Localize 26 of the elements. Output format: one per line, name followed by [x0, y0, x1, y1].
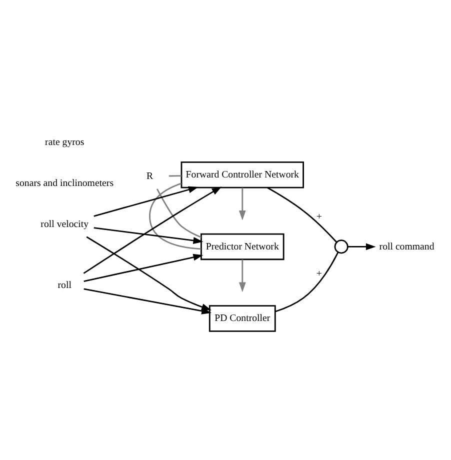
node-text: roll command	[379, 240, 434, 252]
arrow	[84, 253, 204, 282]
node-box: Predictor Network	[200, 232, 284, 260]
arrow	[348, 242, 376, 250]
node-box: Forward Controller Network	[180, 161, 304, 188]
edge-label: +	[316, 268, 322, 279]
arrow	[83, 186, 222, 274]
edge-label: +	[316, 210, 322, 222]
node-text: roll velocity	[40, 218, 89, 230]
label: rate gyros	[45, 136, 84, 148]
connector	[267, 186, 338, 242]
arrow	[238, 187, 246, 220]
connector	[156, 188, 202, 238]
connector	[149, 182, 202, 250]
node-text: roll	[58, 280, 72, 291]
arrow	[84, 288, 212, 314]
arrow	[94, 226, 204, 244]
arrow	[238, 259, 246, 292]
node-box: PD Controller	[208, 304, 276, 332]
label: sonars and inclinometers	[16, 177, 114, 188]
connector	[274, 252, 339, 312]
node-circle	[334, 239, 348, 254]
connector	[168, 174, 182, 176]
arrow	[86, 236, 212, 310]
node-text: R	[146, 170, 154, 182]
arrow	[94, 186, 198, 216]
